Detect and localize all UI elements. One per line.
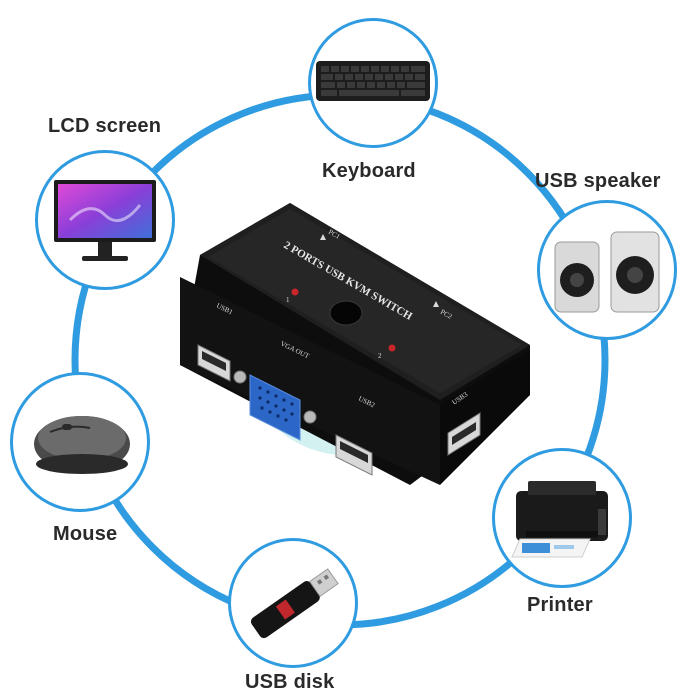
led-2 (388, 344, 396, 352)
pc2-arrow-icon (433, 301, 439, 307)
usb-disk-bubble (228, 538, 358, 668)
selector-button[interactable] (329, 300, 363, 326)
lcd-bubble (35, 150, 175, 290)
usb-disk-label: USB disk (245, 671, 335, 693)
vga-screw-right (303, 410, 317, 424)
monitor-icon (54, 180, 156, 261)
kvm-switch: 2 PORTS USB KVM SWITCH PC1 PC2 1 2 USB1 … (180, 203, 530, 485)
usb-disk-icon (250, 568, 339, 639)
keyboard-label: Keyboard (322, 160, 416, 182)
pc1-arrow-icon (320, 234, 326, 240)
led1-label: 1 (286, 296, 290, 304)
printer-label: Printer (527, 594, 593, 616)
switch-front (180, 277, 440, 485)
mouse-icon (34, 416, 130, 474)
led-1 (291, 288, 299, 296)
vga-port[interactable] (249, 374, 301, 441)
mouse-bubble (10, 372, 150, 512)
speaker-icon (554, 231, 660, 313)
mouse-label: Mouse (53, 523, 118, 545)
led2-label: 2 (378, 352, 382, 360)
printer-icon (511, 481, 608, 558)
vga-screw-left (233, 370, 247, 384)
keyboard-icon (316, 61, 430, 101)
printer-bubble (492, 448, 632, 588)
speaker-bubble (537, 200, 677, 340)
lcd-label: LCD screen (48, 115, 162, 137)
speaker-label: USB speaker (535, 170, 661, 192)
keyboard-bubble (308, 18, 438, 148)
